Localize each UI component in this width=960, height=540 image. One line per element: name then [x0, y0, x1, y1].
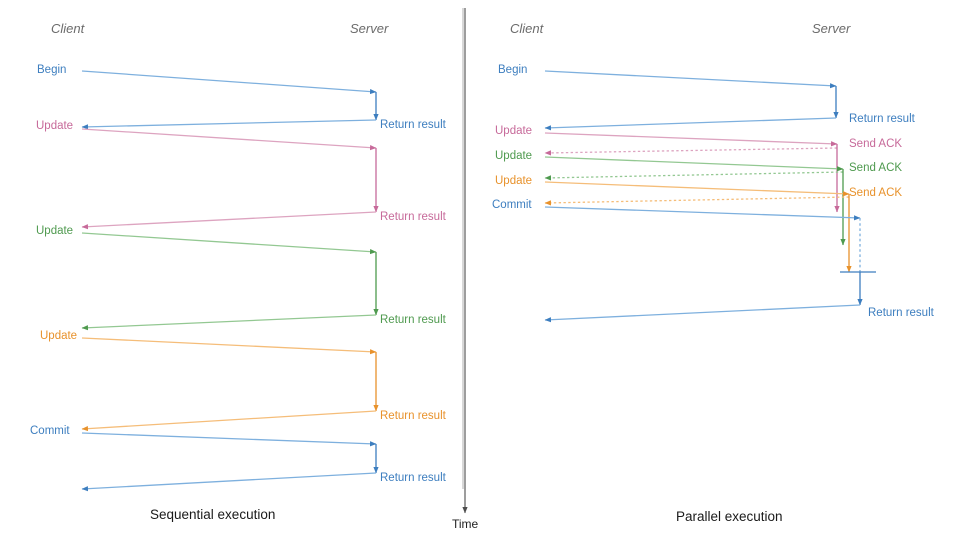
panel-caption-sequential: Sequential execution: [150, 507, 276, 522]
response-label-update2-parallel: Send ACK: [849, 162, 903, 174]
response-arrow-update3-sequential: [81, 410, 377, 432]
response-label-update1-sequential: Return result: [380, 211, 446, 223]
message-label-update3-sequential: Update: [40, 330, 78, 342]
ack-arrow-update2-parallel: [544, 171, 844, 181]
request-arrow-update2-parallel: [544, 156, 844, 172]
response-arrow-commit-sequential: [81, 472, 377, 492]
response-label-update3-sequential: Return result: [380, 410, 446, 422]
ack-arrow-update3-parallel: [544, 196, 850, 206]
message-label-begin-sequential: Begin: [37, 64, 67, 76]
response-label-begin-parallel: Return result: [849, 113, 915, 125]
request-arrow-begin-parallel: [544, 70, 837, 89]
response-arrow-commit-parallel: [544, 304, 861, 323]
response-label-update2-sequential: Return result: [380, 314, 446, 326]
response-label-begin-sequential: Return result: [380, 119, 446, 131]
lane-label-client-sequential: Client: [51, 21, 85, 36]
lane-label-client-parallel: Client: [510, 21, 544, 36]
message-label-begin-parallel: Begin: [498, 64, 528, 76]
request-arrow-commit-sequential: [81, 432, 377, 447]
message-label-commit-sequential: Commit: [30, 425, 70, 437]
response-label-commit-parallel: Return result: [868, 307, 934, 319]
response-arrow-update2-sequential: [81, 314, 377, 331]
lane-label-server-sequential: Server: [350, 21, 389, 36]
request-arrow-commit-parallel: [544, 206, 861, 221]
message-label-update1-sequential: Update: [36, 120, 74, 132]
lane-label-server-parallel: Server: [812, 21, 851, 36]
response-label-update3-parallel: Send ACK: [849, 187, 903, 199]
response-arrow-begin-parallel: [544, 117, 837, 131]
request-arrow-update3-parallel: [544, 181, 850, 197]
message-label-update2-sequential: Update: [36, 225, 74, 237]
message-label-update1-parallel: Update: [495, 125, 533, 137]
request-arrow-update2-sequential: [81, 232, 377, 255]
message-label-update2-parallel: Update: [495, 150, 533, 162]
response-arrow-update1-sequential: [81, 211, 377, 230]
request-arrow-update1-sequential: [81, 128, 377, 151]
panel-caption-parallel: Parallel execution: [676, 509, 783, 524]
message-label-commit-parallel: Commit: [492, 199, 532, 211]
response-label-commit-sequential: Return result: [380, 472, 446, 484]
ack-arrow-update1-parallel: [544, 147, 838, 156]
time-axis-label: Time: [452, 517, 479, 531]
request-arrow-update1-parallel: [544, 132, 838, 147]
message-label-update3-parallel: Update: [495, 175, 533, 187]
request-arrow-begin-sequential: [81, 70, 377, 95]
response-arrow-begin-sequential: [81, 119, 377, 130]
response-label-update1-parallel: Send ACK: [849, 138, 903, 150]
request-arrow-update3-sequential: [81, 337, 377, 355]
